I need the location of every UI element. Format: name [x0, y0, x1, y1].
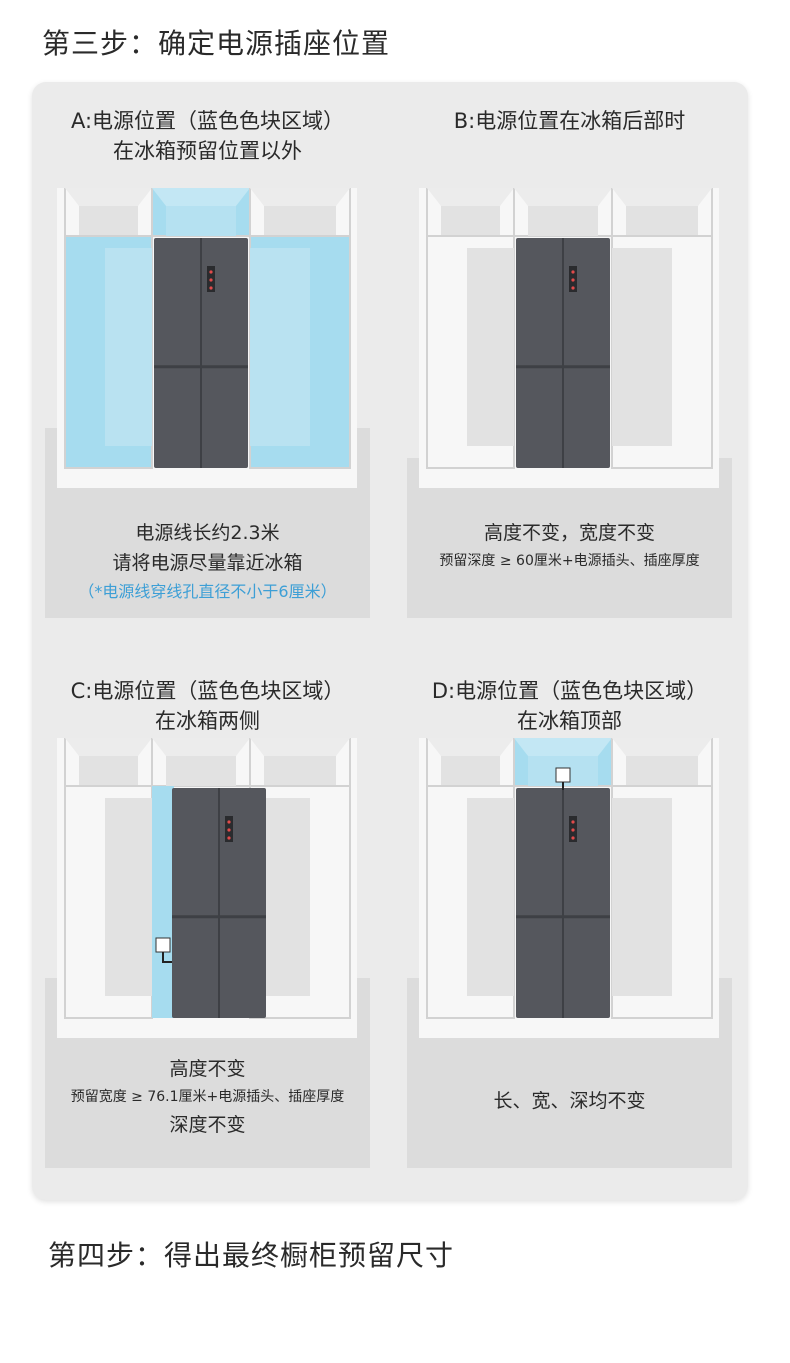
power-socket-icon — [155, 937, 171, 953]
panel-b-description: 高度不变，宽度不变 预留深度 ≥ 60厘米+电源插头、插座厚度 — [407, 518, 732, 574]
panel-a-description: 电源线长约2.3米 请将电源尽量靠近冰箱 （*电源线穿线孔直径不小于6厘米） — [45, 518, 370, 606]
display-indicator — [227, 820, 231, 824]
panel-c-title-line1: C:电源位置（蓝色色块区域） — [70, 679, 345, 703]
panel-b-desc-line1: 高度不变，宽度不变 — [483, 522, 655, 544]
panel-a-title-line1: A:电源位置（蓝色色块区域） — [70, 109, 345, 133]
panel-a-title-line2: 在冰箱预留位置以外 — [113, 139, 302, 163]
compartment-ceiling — [612, 738, 712, 756]
display-indicator — [571, 820, 575, 824]
panel-b-title: B:电源位置在冰箱后部时 — [397, 106, 742, 136]
compartment-ceiling — [65, 738, 152, 756]
panel-b-desc-line2: 预留深度 ≥ 60厘米+电源插头、插座厚度 — [439, 553, 700, 569]
side-compartment-back — [467, 248, 514, 446]
panel-a-desc-line2: 请将电源尽量靠近冰箱 — [112, 552, 303, 574]
panel-d-title: D:电源位置（蓝色色块区域） 在冰箱顶部 — [397, 676, 742, 736]
panel-c-desc-line1: 高度不变 — [169, 1058, 246, 1080]
power-socket-icon — [555, 767, 571, 783]
compartment-back — [79, 756, 138, 786]
panel-d-desc-line1: 长、宽、深均不变 — [493, 1090, 646, 1112]
compartment-back — [166, 756, 236, 786]
display-indicator — [571, 286, 575, 290]
compartment-ceiling — [514, 738, 612, 756]
compartment-ceiling — [427, 188, 514, 206]
compartment-back — [626, 206, 698, 236]
panel-c-description: 高度不变 预留宽度 ≥ 76.1厘米+电源插头、插座厚度 深度不变 — [45, 1054, 370, 1140]
side-compartment-back — [105, 798, 152, 996]
cabinet-illustration — [426, 188, 713, 469]
panel-b-title-line1: B:电源位置在冰箱后部时 — [453, 109, 686, 133]
panel-c-title-line2: 在冰箱两侧 — [155, 709, 260, 733]
panel-d-title-line2: 在冰箱顶部 — [517, 709, 622, 733]
step3-title: 第三步：确定电源插座位置 — [42, 27, 391, 60]
side-compartment-back — [250, 248, 310, 446]
panel-c-desc-line3: 深度不变 — [169, 1114, 246, 1136]
compartment-ceiling — [250, 188, 350, 206]
display-indicator — [571, 836, 575, 840]
cabinet-illustration — [426, 738, 713, 1019]
side-compartment-back — [612, 798, 672, 996]
panel-a-illustration — [45, 188, 370, 618]
display-indicator — [571, 828, 575, 832]
panel-d-description: 长、宽、深均不变 — [407, 1086, 732, 1116]
compartment-ceiling — [65, 188, 152, 206]
display-indicator — [227, 828, 231, 832]
panel-c-desc-line2: 预留宽度 ≥ 76.1厘米+电源插头、插座厚度 — [70, 1089, 345, 1105]
compartment-back — [166, 206, 236, 236]
cabinet-illustration — [64, 738, 351, 1019]
panel-a-desc-line1: 电源线长约2.3米 — [135, 522, 280, 544]
panel-a-title: A:电源位置（蓝色色块区域） 在冰箱预留位置以外 — [35, 106, 380, 166]
display-indicator — [209, 278, 213, 282]
compartment-ceiling — [427, 738, 514, 756]
display-indicator — [209, 270, 213, 274]
side-compartment-back — [612, 248, 672, 446]
display-indicator — [209, 286, 213, 290]
compartment-ceiling — [250, 738, 350, 756]
panel-b-illustration — [407, 188, 732, 618]
compartment-back — [264, 206, 336, 236]
panel-c-title: C:电源位置（蓝色色块区域） 在冰箱两侧 — [35, 676, 380, 736]
side-compartment-back — [467, 798, 514, 996]
compartment-back — [441, 756, 500, 786]
panel-c-illustration — [45, 738, 370, 1168]
compartment-back — [79, 206, 138, 236]
compartment-back — [528, 206, 598, 236]
power-plug-icon — [162, 952, 172, 963]
display-indicator — [571, 270, 575, 274]
cabinet-illustration — [64, 188, 351, 469]
panel-d-title-line1: D:电源位置（蓝色色块区域） — [431, 679, 708, 703]
power-zone-highlight — [152, 786, 174, 1018]
side-compartment-back — [105, 248, 152, 446]
compartment-ceiling — [514, 188, 612, 206]
compartment-ceiling — [152, 738, 250, 756]
compartment-ceiling — [612, 188, 712, 206]
step4-title: 第四步：得出最终橱柜预留尺寸 — [48, 1239, 455, 1272]
panel-a-desc-note: （*电源线穿线孔直径不小于6厘米） — [78, 582, 337, 601]
compartment-back — [441, 206, 500, 236]
display-indicator — [571, 278, 575, 282]
compartment-back — [264, 756, 336, 786]
power-socket-options-card: A:电源位置（蓝色色块区域） 在冰箱预留位置以外 电源线长约2.3米 请将电源尽… — [32, 82, 748, 1200]
display-indicator — [227, 836, 231, 840]
panel-d-illustration — [407, 738, 732, 1168]
compartment-ceiling — [152, 188, 250, 206]
compartment-back — [626, 756, 698, 786]
